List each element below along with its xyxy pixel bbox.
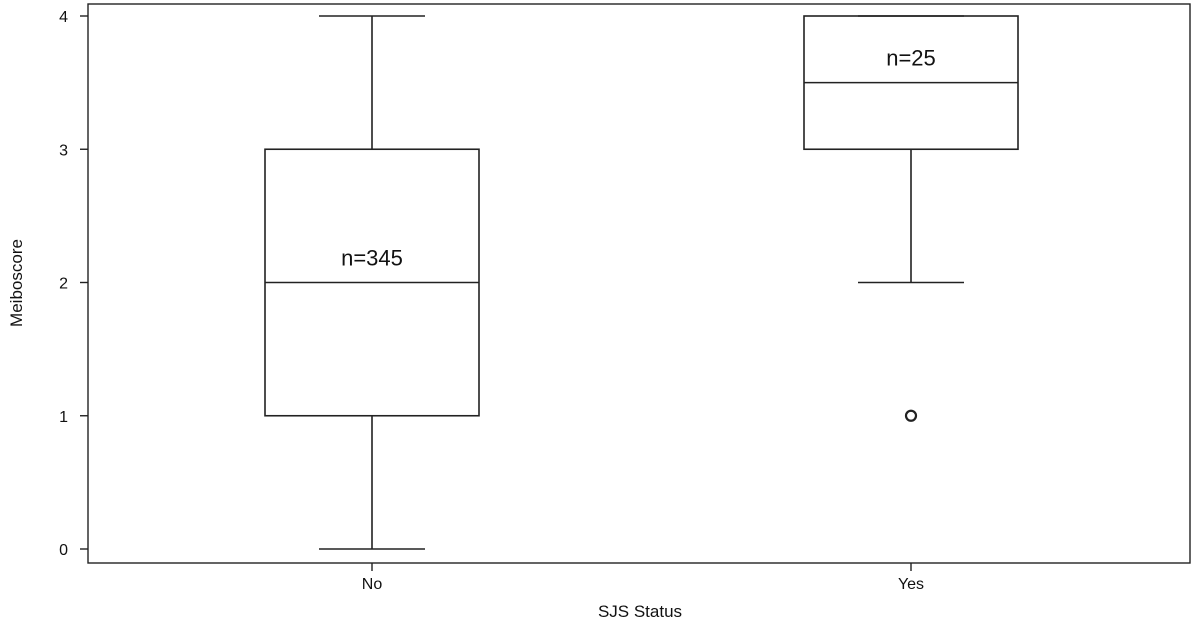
boxes: n=345 n=25 xyxy=(264,15,1019,550)
y-axis: 0 1 2 3 4 xyxy=(59,9,88,559)
y-tick-label: 4 xyxy=(59,9,68,26)
y-tick-label: 1 xyxy=(59,409,68,426)
x-tick-label: No xyxy=(362,576,383,593)
box-group-yes: n=25 xyxy=(803,15,1019,422)
x-tick-label: Yes xyxy=(898,576,924,593)
y-tick-label: 0 xyxy=(59,542,68,559)
y-tick-label: 3 xyxy=(59,142,68,159)
x-axis-title: SJS Status xyxy=(598,602,682,621)
sample-size-label: n=25 xyxy=(886,46,936,71)
box-group-no: n=345 xyxy=(264,15,480,550)
outlier-point xyxy=(904,409,918,422)
plot-border xyxy=(87,3,1191,564)
plot-frame xyxy=(87,3,1191,564)
x-axis: No Yes xyxy=(362,563,924,593)
sample-size-label: n=345 xyxy=(341,246,403,271)
y-axis-title: Meiboscore xyxy=(7,239,26,327)
y-tick-label: 2 xyxy=(59,276,68,293)
